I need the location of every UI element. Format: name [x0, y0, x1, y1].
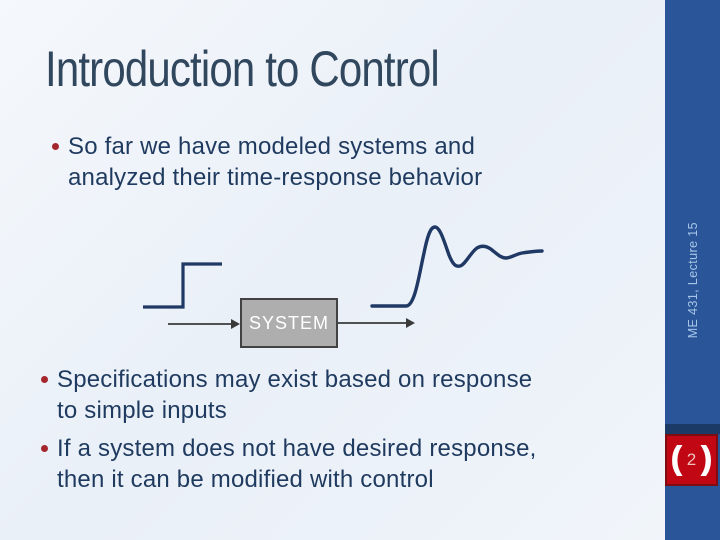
- course-label-wrap: ME 431, Lecture 15: [665, 221, 720, 339]
- bullet-dot: [52, 143, 59, 150]
- bullet-line: to simple inputs: [57, 397, 227, 424]
- bullet-dot: [41, 445, 48, 452]
- step-input-signal: [143, 262, 222, 309]
- block-diagram: [143, 225, 544, 329]
- sidebar-accent-strip: [665, 424, 720, 434]
- bracket-left-icon: (: [671, 440, 683, 476]
- input-arrow-head: [231, 319, 240, 329]
- bullet-text: If a system does not have desired respon…: [57, 433, 537, 495]
- bullet-line: Specifications may exist based on respon…: [57, 366, 533, 393]
- bullet-text: Specifications may exist based on respon…: [57, 364, 532, 426]
- output-arrow-head: [406, 318, 415, 328]
- system-block-label: SYSTEM: [248, 312, 329, 333]
- bracket-right-icon: ): [701, 440, 713, 476]
- course-label: ME 431, Lecture 15: [685, 221, 700, 339]
- bullet-item: So far we have modeled systems and analy…: [52, 131, 482, 193]
- bullet-dot: [41, 376, 48, 383]
- system-block: SYSTEM: [240, 298, 338, 348]
- bullet-line: If a system does not have desired respon…: [57, 435, 537, 462]
- bullet-text: So far we have modeled systems and analy…: [68, 131, 482, 193]
- bullet-line: then it can be modified with control: [57, 466, 434, 493]
- bullet-line: analyzed their time-response behavior: [68, 164, 483, 191]
- bullet-item: If a system does not have desired respon…: [41, 433, 537, 495]
- bullet-line: So far we have modeled systems and: [68, 133, 476, 160]
- page-number-box: ( 2 ): [665, 434, 718, 486]
- step-response-curve: [370, 225, 544, 308]
- slide-title: Introduction to Control: [45, 41, 440, 97]
- sidebar: ME 431, Lecture 15 ( 2 ): [665, 0, 720, 540]
- bullet-item: Specifications may exist based on respon…: [41, 364, 532, 426]
- page-number: 2: [686, 450, 697, 469]
